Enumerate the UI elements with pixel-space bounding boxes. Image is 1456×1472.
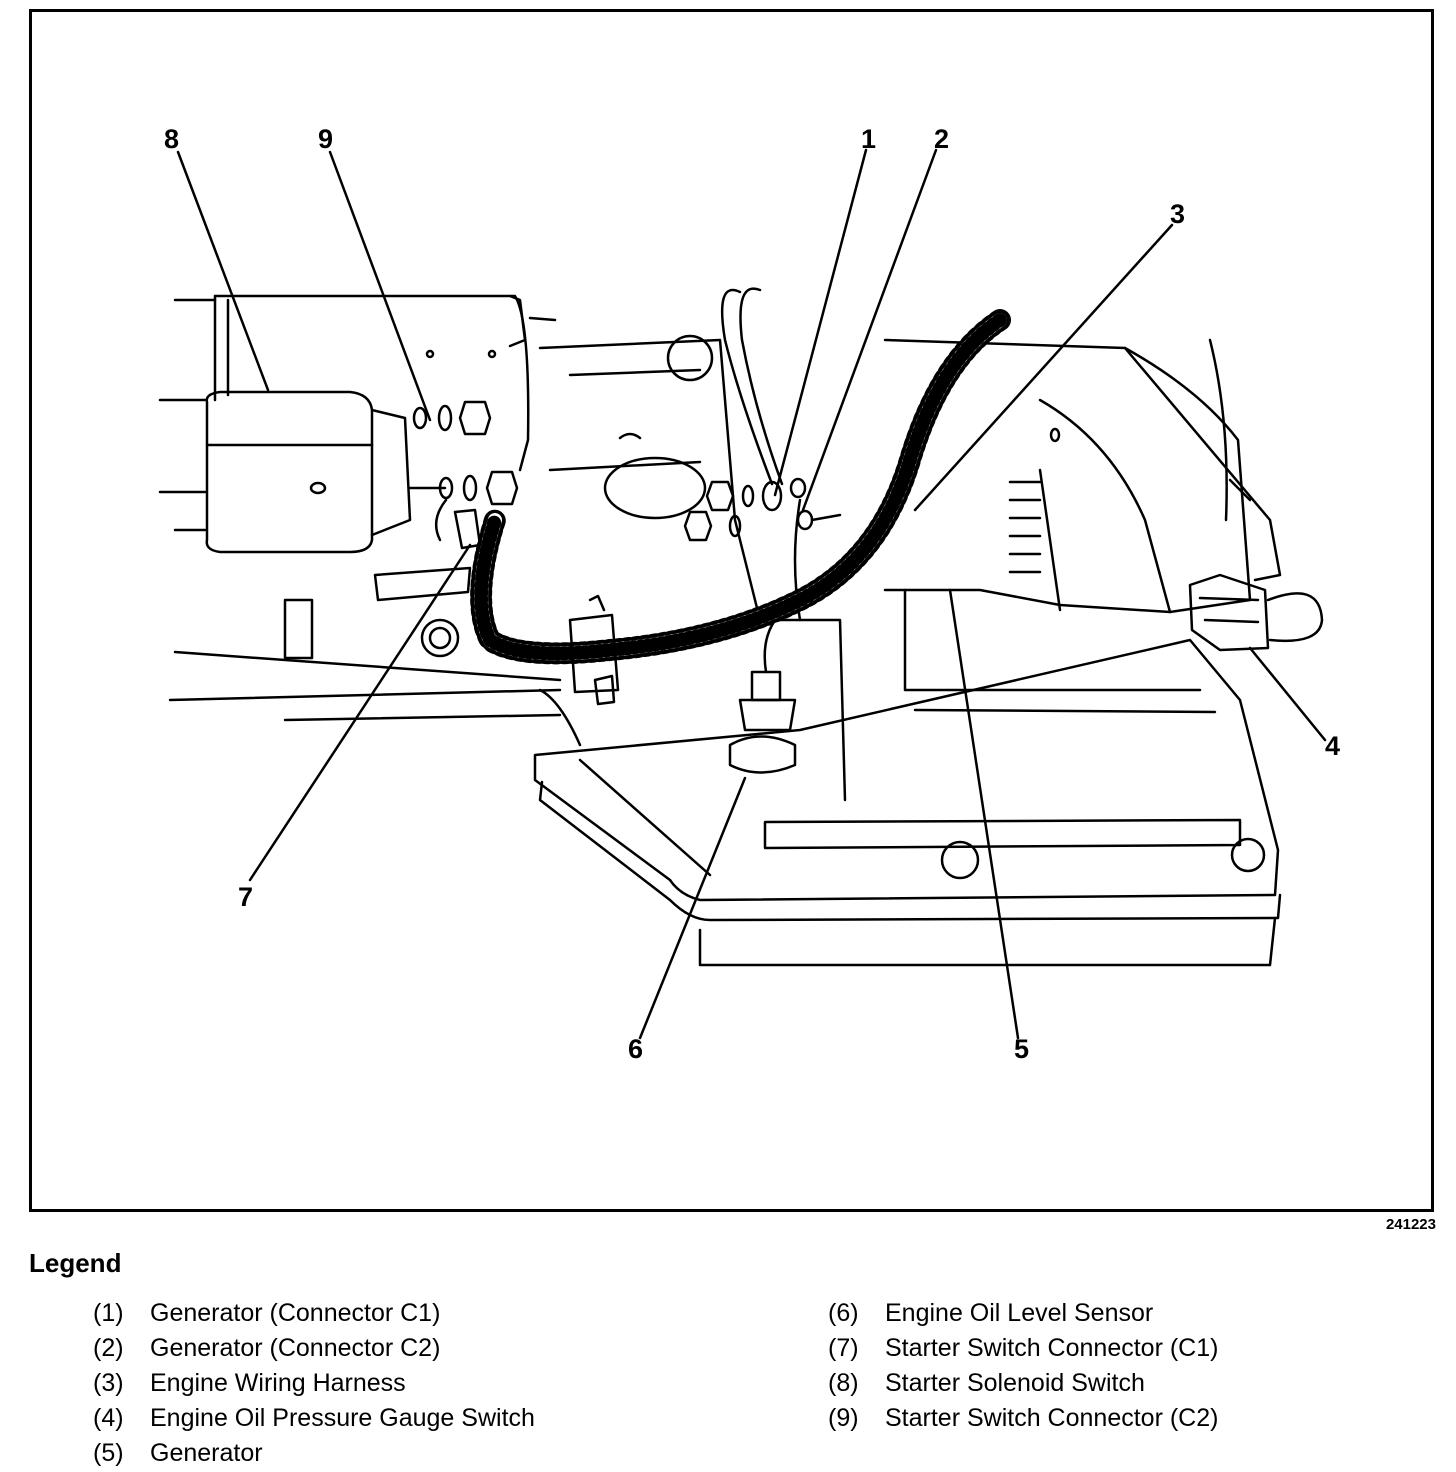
callout-5: 5 [1014,1034,1030,1064]
legend-item-label: Generator (Connector C2) [150,1334,441,1362]
legend-item-label: Starter Switch Connector (C1) [885,1334,1219,1362]
callout-8: 8 [164,124,180,154]
callout-4: 4 [1325,731,1341,761]
callout-7: 7 [238,882,254,912]
legend-item: (5) Generator [93,1436,535,1471]
legend-item-label: Generator [150,1439,263,1467]
legend-item: (9) Starter Switch Connector (C2) [828,1401,1218,1436]
legend-item-number: (6) [828,1299,859,1327]
legend-item: (1) Generator (Connector C1) [93,1296,535,1331]
legend-item-label: Generator (Connector C1) [150,1299,441,1327]
diagram-frame [29,9,1434,1212]
oil-pressure-gauge-switch [1188,573,1324,652]
callout-1: 1 [861,124,877,154]
legend-item-number: (7) [828,1334,859,1362]
legend-right-column: (6) Engine Oil Level Sensor (7) Starter Sw… [828,1296,1218,1436]
legend-item-number: (3) [93,1369,124,1397]
legend-item-number: (8) [828,1369,859,1397]
generator [883,338,1282,614]
starter-motor [158,294,557,532]
solenoid-terminals [412,400,519,506]
legend-item-number: (2) [93,1334,124,1362]
legend-item-number: (1) [93,1299,124,1327]
legend-item: (6) Engine Oil Level Sensor [828,1296,1218,1331]
legend-item: (7) Starter Switch Connector (C1) [828,1331,1218,1366]
legend-item-number: (5) [93,1439,124,1467]
legend-item: (4) Engine Oil Pressure Gauge Switch [93,1401,535,1436]
callout-2: 2 [934,124,950,154]
figure-id: 241223 [1385,1216,1436,1233]
engine-wiring-harness [470,309,1011,706]
starter-switch-connector-c1 [434,498,482,550]
callout-3: 3 [1170,199,1186,229]
engine-illustration [158,148,1327,1040]
legend-item-label: Engine Oil Pressure Gauge Switch [150,1404,535,1432]
callout-6: 6 [628,1034,644,1064]
legend-item: (8) Starter Solenoid Switch [828,1366,1218,1401]
engine-block [168,334,762,747]
callout-9: 9 [318,124,334,154]
legend-item-number: (9) [828,1404,859,1432]
legend-item-label: Starter Solenoid Switch [885,1369,1145,1397]
legend-left-column: (1) Generator (Connector C1) (2) Generator… [93,1296,535,1471]
legend-item: (3) Engine Wiring Harness [93,1366,535,1401]
legend-item-label: Starter Switch Connector (C2) [885,1404,1219,1432]
legend-title: Legend [29,1248,122,1278]
legend-item: (2) Generator (Connector C2) [93,1331,535,1366]
oil-pan [533,588,1282,967]
legend-item-label: Engine Wiring Harness [150,1369,406,1397]
leader-lines [176,148,1327,1040]
legend-item-number: (4) [93,1404,124,1432]
legend-item-label: Engine Oil Level Sensor [885,1299,1154,1327]
starter-solenoid-switch [205,390,447,554]
